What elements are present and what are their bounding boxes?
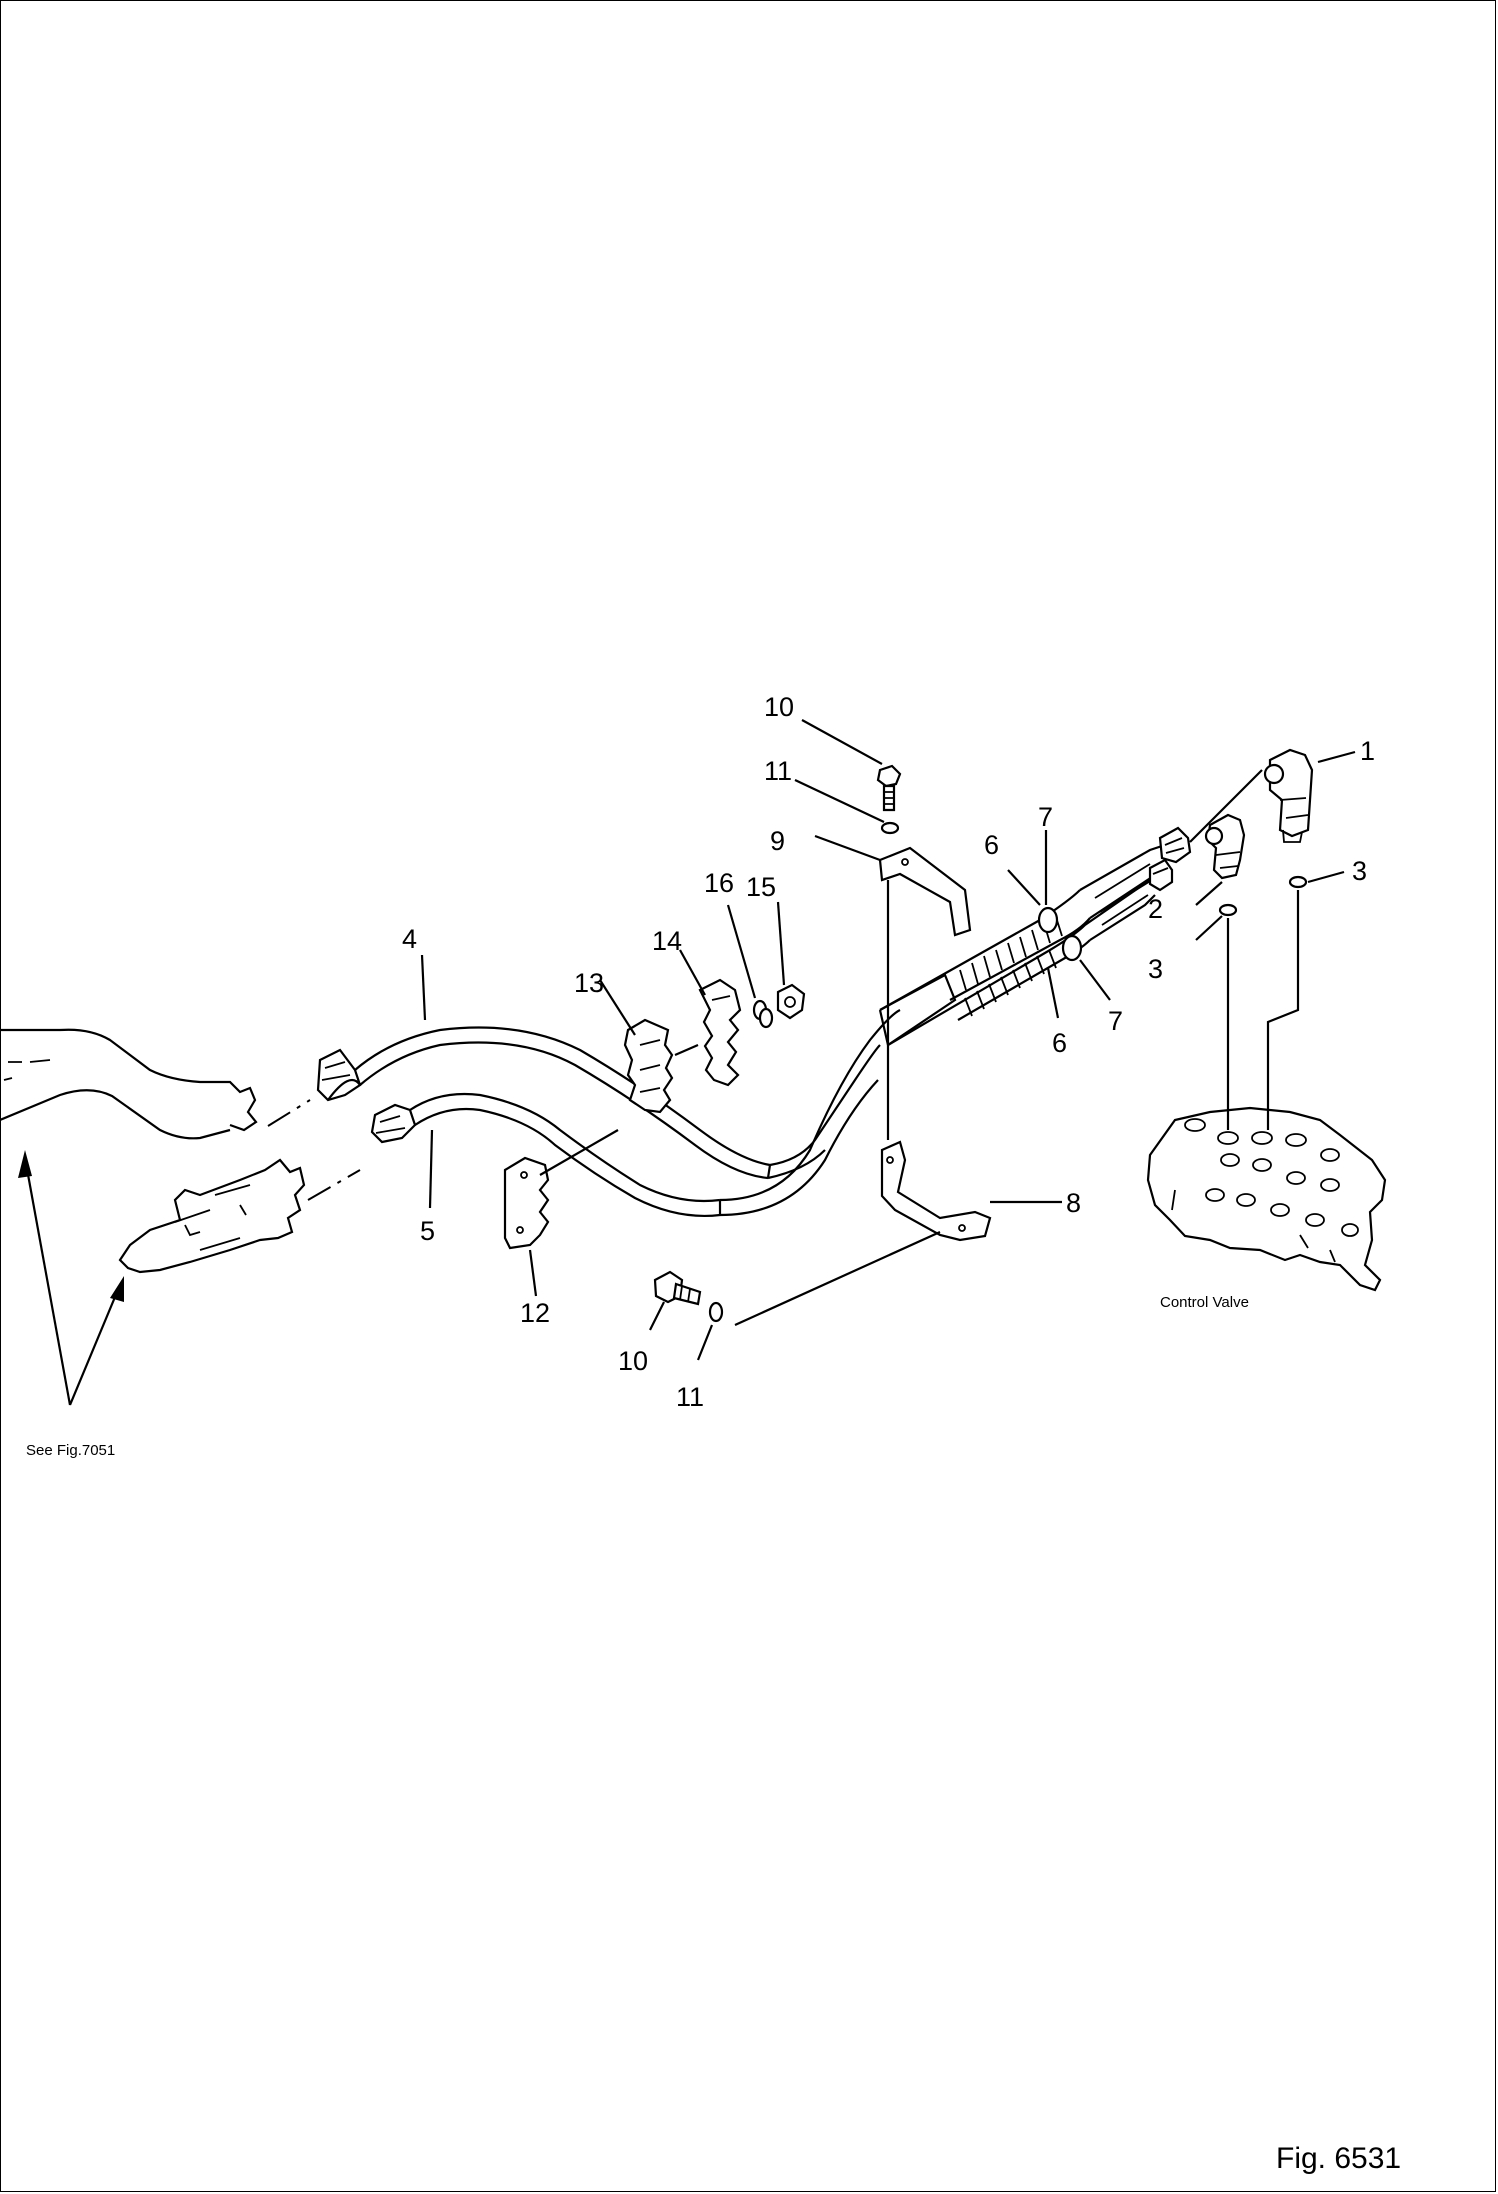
callout-leaders [420, 719, 1356, 1361]
callout-6-upper: 6 [984, 830, 999, 860]
washer-11-upper [880, 821, 900, 835]
callout-4: 4 [402, 924, 417, 954]
callout-14: 14 [652, 926, 682, 956]
callout-16: 16 [704, 868, 734, 898]
elbow-fitting-1 [1189, 748, 1314, 843]
hose-4 [316, 1026, 772, 1180]
callout-7-lower: 7 [1108, 1006, 1123, 1036]
callout-8: 8 [1066, 1188, 1081, 1218]
o-ring-3-left [1218, 903, 1238, 917]
left-cylinder-assembly [0, 1028, 306, 1274]
bracket-9 [878, 846, 972, 937]
clamp-13 [623, 1018, 674, 1114]
callout-11-upper: 11 [764, 756, 792, 786]
washer-11-lower [708, 1301, 724, 1323]
reference-line-lower [307, 1169, 361, 1201]
hose-end-fittings [1148, 826, 1192, 892]
hose-6-spring-guard [878, 843, 1166, 1046]
nut-15 [776, 983, 806, 1020]
control-valve [1146, 1106, 1387, 1292]
callout-13: 13 [574, 968, 604, 998]
callout-12: 12 [520, 1298, 550, 1328]
callout-7-upper: 7 [1038, 802, 1053, 832]
washer-16 [752, 999, 774, 1029]
figure-label: Fig. 6531 [1276, 2142, 1401, 2175]
callout-10-upper: 10 [764, 692, 794, 722]
reference-line-upper [267, 1099, 311, 1127]
callout-15: 15 [746, 872, 776, 902]
clamp-12 [503, 1156, 550, 1250]
hose-5 [370, 1092, 722, 1218]
bolt-10-upper [876, 764, 902, 812]
o-ring-3-right [1288, 875, 1308, 889]
leader-8-to-washer [734, 1230, 941, 1327]
band-7-lower [1061, 934, 1083, 962]
control-valve-label: Control Valve [1160, 1294, 1249, 1311]
elbow-fitting-2 [1204, 813, 1246, 880]
callout-6-lower: 6 [1052, 1028, 1067, 1058]
leader-12-to-13 [539, 1129, 619, 1176]
callout-2: 2 [1148, 894, 1163, 924]
clamp-14 [698, 978, 742, 1087]
callout-10-lower: 10 [618, 1346, 648, 1376]
callout-11-lower: 11 [676, 1382, 704, 1412]
reference-arrows [18, 1150, 124, 1406]
bolt-10-lower [653, 1270, 702, 1306]
callout-5: 5 [420, 1216, 435, 1246]
callout-1: 1 [1360, 736, 1375, 766]
callout-9: 9 [770, 826, 785, 856]
callout-3-left: 3 [1148, 954, 1163, 984]
bracket-8 [880, 1140, 992, 1242]
leader-13-to-14 [674, 1043, 699, 1057]
see-figure-reference: See Fig.7051 [26, 1442, 115, 1459]
band-7-upper [1037, 906, 1059, 934]
callout-numbers: 1 2 3 3 4 5 6 6 7 7 8 9 10 10 11 11 12 1… [402, 692, 1375, 1412]
hose-main-run [719, 1009, 901, 1217]
leader-to-valve-right [1266, 890, 1300, 1130]
callout-3-right: 3 [1352, 856, 1367, 886]
